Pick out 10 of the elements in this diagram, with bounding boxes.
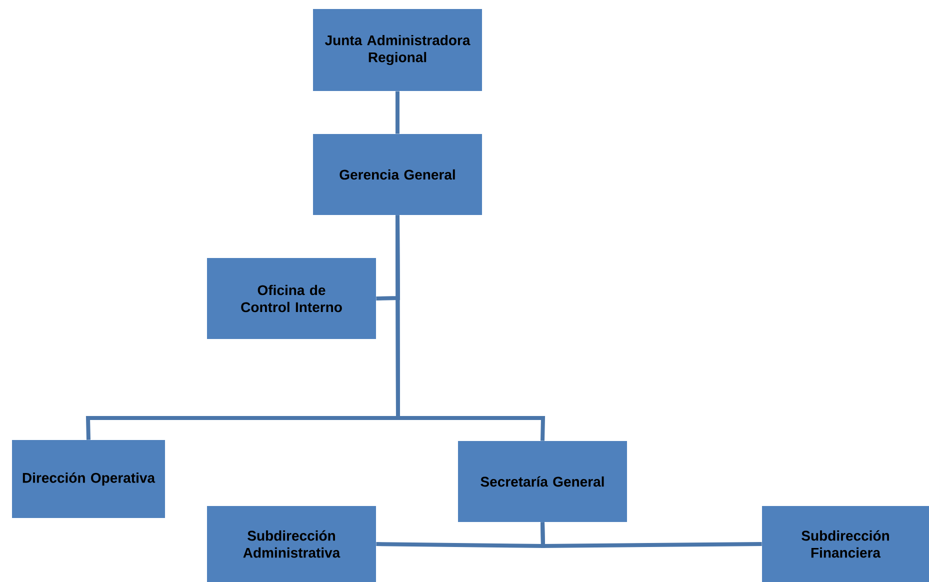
org-box: Subdirección Financiera — [762, 506, 929, 582]
connector-line — [396, 215, 546, 441]
org-box: Dirección Operativa — [12, 440, 165, 518]
org-box: Secretaría General — [458, 441, 627, 522]
org-box: Gerencia General — [313, 134, 482, 215]
org-box: Subdirección Administrativa — [207, 506, 376, 582]
connector-line — [396, 91, 400, 134]
org-box: Junta Administradora Regional — [313, 9, 482, 91]
org-box: Oficina de Control Interno — [207, 258, 376, 339]
connector-line — [540, 522, 762, 548]
